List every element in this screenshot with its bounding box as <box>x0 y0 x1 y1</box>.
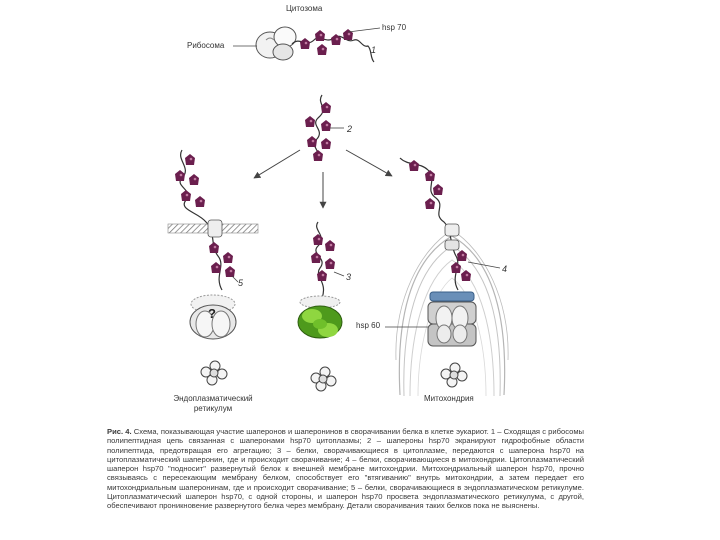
label-ribosome: Рибосома <box>187 41 225 50</box>
caption-text: Схема, показывающая участие шаперонов и … <box>107 427 584 511</box>
er-translocon <box>207 219 223 238</box>
mito-translocon-outer <box>444 223 460 237</box>
hsp70-pointer-top <box>347 27 381 33</box>
pointer-4 <box>467 261 501 269</box>
mitochondrion-membranes <box>395 229 509 397</box>
hsp70-cluster-er <box>175 154 235 277</box>
pointer-5 <box>231 275 239 283</box>
hsp70-cluster-2 <box>305 102 331 161</box>
er-chaperone-unknown <box>189 294 237 340</box>
mito-chaperonin-hsp60 <box>427 291 477 347</box>
number-4: 4 <box>502 264 508 274</box>
figure-caption: Рис. 4. Схема, показывающая участие шапе… <box>107 427 584 511</box>
number-2: 2 <box>347 124 353 134</box>
folded-protein-cyto <box>310 366 337 392</box>
label-hsp60: hsp 60 <box>356 321 381 330</box>
label-mitochondrion: Митохондрия <box>424 394 474 403</box>
folded-protein-mito <box>440 362 468 388</box>
label-hsp70-top: hsp 70 <box>382 23 407 32</box>
green-chaperonin <box>297 295 343 339</box>
arrow-to-er <box>253 149 301 179</box>
chain-mito <box>399 157 459 291</box>
hsp70-cluster-cyto <box>311 234 335 281</box>
caption-head: Рис. 4. <box>107 427 132 436</box>
hsp70-cluster-1 <box>300 29 353 55</box>
folded-protein-er <box>200 360 228 386</box>
label-cytosome: Цитозома <box>286 4 323 13</box>
hsp70-cluster-mito <box>409 160 471 281</box>
label-er: Эндоплазматический ретикулум <box>173 394 253 413</box>
chaperone-scheme-figure: Цитозома hsp 70 Рибосома 1 2 3 4 5 hsp 6… <box>167 4 509 413</box>
label-question: ? <box>208 306 216 321</box>
ribosome-group <box>255 26 297 61</box>
number-5: 5 <box>238 278 244 288</box>
arrow-to-mito <box>345 149 393 177</box>
mito-translocon-inner <box>444 239 460 251</box>
pointer-3 <box>333 271 345 277</box>
number-1: 1 <box>371 45 377 55</box>
number-3: 3 <box>346 272 352 282</box>
